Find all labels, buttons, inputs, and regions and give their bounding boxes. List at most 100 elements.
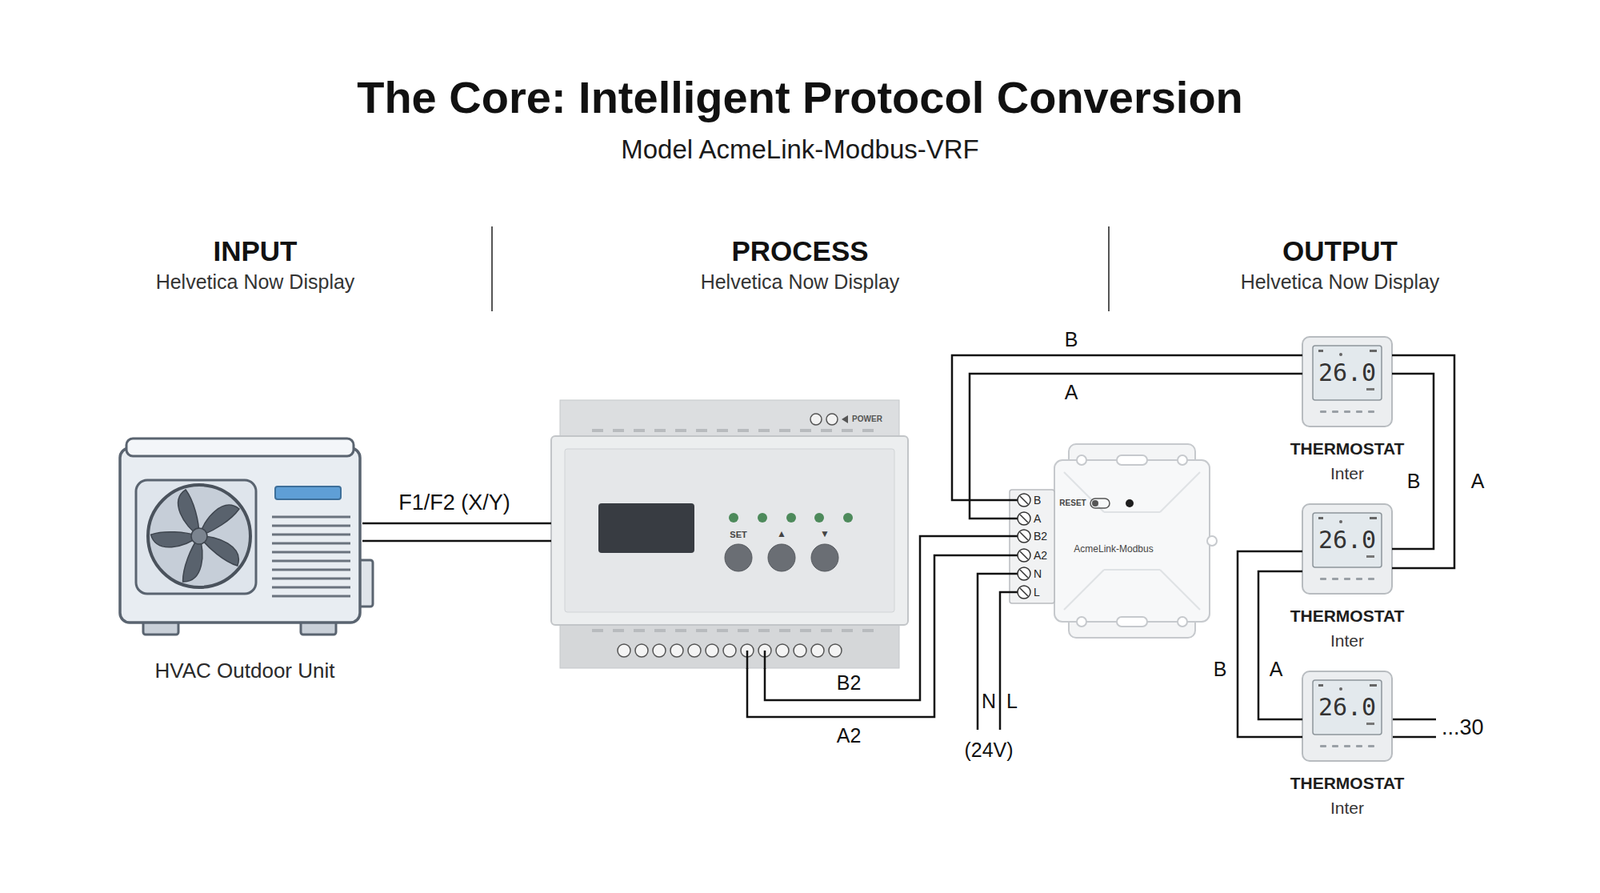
modbus-converter-illustration-part <box>1064 472 1200 610</box>
outdoor-unit-illustration-part <box>272 577 351 580</box>
voltage-label: (24V) <box>964 738 1013 762</box>
bus-wire <box>969 373 1303 519</box>
gateway-din-unit-illustration-part <box>758 428 770 432</box>
subtitle: Model AcmeLink-Modbus-VRF <box>620 134 980 165</box>
gateway-din-unit-illustration-part <box>768 544 796 572</box>
thermostat-illustration-part <box>1344 410 1351 413</box>
modbus-converter-illustration-part <box>1009 572 1018 576</box>
gateway-din-unit-illustration-part <box>696 628 708 632</box>
gateway-din-unit-illustration-part <box>617 644 631 657</box>
modbus-converter-illustration-part <box>1009 535 1018 538</box>
thermostat-illustration-part <box>1332 577 1339 580</box>
thermostat-illustration-part <box>1312 512 1382 568</box>
gateway-din-unit-illustration-part <box>737 628 749 632</box>
gateway-din-unit-illustration-part <box>800 628 812 632</box>
gateway-din-unit-illustration-part <box>758 628 770 632</box>
thermostat-illustration-part <box>1344 744 1351 748</box>
gateway-din-unit-illustration-part <box>811 544 839 572</box>
node-label: HVAC Outdoor Unit <box>155 659 336 684</box>
gateway-din-unit-illustration-part <box>652 644 666 657</box>
gateway-din-unit-illustration-part <box>810 413 822 425</box>
terminal-name: L <box>1033 585 1040 599</box>
gateway-din-unit-illustration-part <box>814 512 824 523</box>
outdoor-unit-illustration-part <box>272 551 351 554</box>
thermostat-illustration-part <box>1312 345 1382 400</box>
terminal-name: B <box>1033 493 1041 507</box>
thermostat-illustration-part <box>1332 410 1339 413</box>
gateway-din-unit-illustration-part <box>612 428 624 432</box>
wire-label: F1/F2 (X/Y) <box>396 490 513 516</box>
outdoor-unit-illustration-part <box>272 516 351 596</box>
power-wire <box>977 573 1010 730</box>
thermostat-illustration-part <box>1356 744 1363 748</box>
modbus-converter-illustration-part <box>1009 517 1018 520</box>
gateway-din-unit-illustration-part <box>560 400 900 440</box>
gateway-din-unit-illustration-part <box>633 428 645 432</box>
device-model: Inter <box>1330 798 1364 818</box>
display-reading: 26.0 <box>1318 693 1376 722</box>
gateway-din-unit-illustration-part <box>723 644 736 657</box>
modbus-converter-illustration-part <box>1009 499 1018 502</box>
thermostat-body <box>1302 504 1392 594</box>
outdoor-unit-illustration-part <box>272 568 351 572</box>
gateway-din-unit-illustration-part <box>705 644 719 657</box>
outdoor-unit-illustration-part <box>272 586 351 589</box>
gateway-din-unit-illustration-part <box>828 644 842 657</box>
display-reading: 26.0 <box>1318 526 1376 555</box>
modbus-converter-illustration-part <box>1009 489 1055 604</box>
modbus-converter-illustration-part <box>1020 496 1028 504</box>
gateway-din-unit-illustration-part <box>776 644 789 657</box>
column-divider-part <box>491 226 493 312</box>
gateway-din-unit-illustration-part <box>592 428 604 432</box>
thermostat: 26.0THERMOSTATInter <box>1302 336 1392 427</box>
gateway-din-unit-illustration-part <box>716 628 728 632</box>
thermostat-illustration-part <box>1339 687 1343 691</box>
gateway-din-unit-illustration-part <box>786 512 796 523</box>
bus-continuation-wire <box>1392 719 1436 737</box>
gateway-din-unit-illustration-part <box>696 428 708 432</box>
wire-label: A <box>1468 469 1488 493</box>
gateway-din-unit-illustration-part <box>654 428 666 432</box>
wire-label: A <box>1062 380 1081 404</box>
thermostat-illustration-part <box>1320 577 1327 580</box>
wire-name: N <box>981 689 996 713</box>
gateway-din-unit-illustration-part <box>560 622 900 668</box>
outdoor-unit-illustration-part <box>272 524 351 528</box>
gateway-din-unit-illustration-part <box>764 650 767 669</box>
gateway-din-unit-illustration-part <box>728 512 739 523</box>
modbus-converter-illustration-part <box>1009 493 1031 599</box>
thermostat-illustration-part <box>1356 410 1363 413</box>
gateway-din-unit-illustration-part <box>728 512 853 523</box>
thermostat-illustration-part <box>1320 410 1327 413</box>
thermostat-illustration-part <box>1366 722 1375 725</box>
gateway-din-unit-illustration-part <box>779 428 791 432</box>
node-label: ▼ <box>820 528 830 540</box>
gateway-din-unit-illustration-part <box>746 650 749 669</box>
gateway-din-unit-illustration-part <box>675 628 687 632</box>
modbus-converter-illustration-part <box>1020 588 1028 596</box>
modbus-converter-illustration-part <box>1177 616 1188 627</box>
modbus-converter-illustration-part <box>1076 616 1087 627</box>
modbus-converter-illustration-part <box>1090 498 1110 508</box>
bus-wire <box>764 536 1010 700</box>
thermostat-illustration-part <box>1318 684 1324 687</box>
thermostat-illustration-part <box>1339 520 1343 524</box>
outdoor-unit-illustration-part <box>120 448 360 623</box>
outdoor-unit-illustration-part <box>272 516 351 519</box>
modbus-converter-illustration-part <box>1017 512 1031 525</box>
gateway-din-unit-illustration-part <box>793 644 807 657</box>
outdoor-unit-illustration-part <box>148 484 251 588</box>
terminal-name: A2 <box>1033 548 1048 562</box>
process-unit: SET▲▼POWER <box>551 400 908 668</box>
modbus-converter-illustration-part <box>1076 455 1217 627</box>
column-subheading: Helvetica Now Display <box>1240 270 1440 294</box>
modbus-converter-illustration-part <box>1020 569 1028 578</box>
gateway-din-unit-illustration-part <box>841 428 853 432</box>
gateway-din-unit-illustration-part <box>841 628 853 632</box>
gateway-din-unit-illustration-part <box>800 428 812 432</box>
modbus-converter-illustration-part <box>1207 536 1217 546</box>
modbus-converter-illustration-part <box>1125 499 1134 508</box>
node-label: SET <box>729 529 747 540</box>
outdoor-unit-illustration-part <box>272 595 351 598</box>
thermostat-illustration-part <box>1318 516 1324 520</box>
